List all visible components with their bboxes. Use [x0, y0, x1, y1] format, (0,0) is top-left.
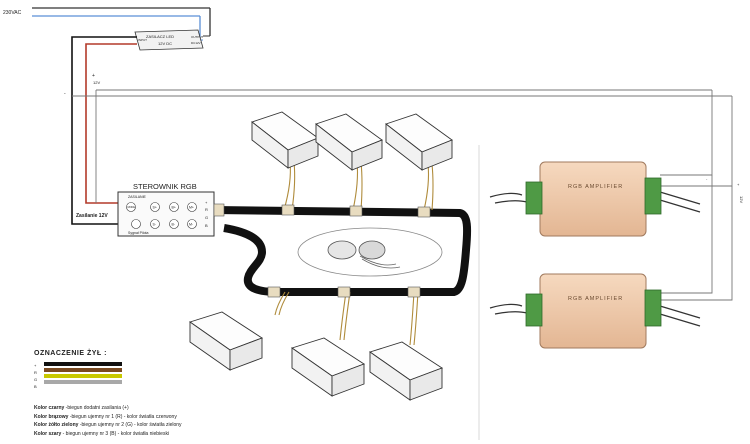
- legend-mark: R: [34, 370, 37, 375]
- svg-text:B-: B-: [172, 223, 176, 227]
- legend-mark: B: [34, 384, 37, 389]
- psu-subtitle: 12V DC: [158, 41, 172, 46]
- bus-minus-label: -: [64, 91, 66, 97]
- led-module: [188, 311, 263, 371]
- amplifier-label: RGB AMPLIFIER: [568, 184, 623, 190]
- bus-voltage-label: 12V: [93, 80, 100, 85]
- supply-label: Zasilanie 12V: [76, 213, 108, 219]
- right-bus-voltage: 12V: [739, 196, 744, 203]
- legend-mark: +: [34, 363, 37, 368]
- right-bus-minus: -: [706, 176, 708, 181]
- legend-description: Kolor żółto zielony -biegun ujemny nr 2 …: [34, 422, 182, 428]
- led-module: [315, 113, 383, 171]
- legend-mark: G: [34, 377, 38, 382]
- controller-top-note: ZASILANIE: [128, 195, 147, 199]
- svg-text:R: R: [205, 207, 208, 212]
- legend-description: Kolor czarny -biegun dodatni zasilania (…: [34, 405, 129, 411]
- rgb-amplifier: RGB AMPLIFIER: [489, 273, 701, 349]
- svg-text:+: +: [205, 200, 208, 205]
- svg-text:B: B: [205, 223, 208, 228]
- led-module: [251, 111, 319, 169]
- mains-label: 230VAC: [3, 10, 22, 16]
- led-cable-loop: [213, 206, 472, 296]
- controller-title: STEROWNIK RGB: [133, 182, 197, 191]
- legend-title: OZNACZENIE ŻYŁ :: [34, 350, 107, 357]
- svg-text:M-: M-: [189, 223, 194, 227]
- legend-line-yellow: [44, 374, 122, 378]
- legend-marks: + R G B: [34, 362, 37, 390]
- svg-text:G: G: [205, 215, 208, 220]
- svg-text:S-: S-: [153, 223, 157, 227]
- legend-descriptions: Kolor czarny -biegun dodatni zasilania (…: [34, 404, 182, 438]
- legend-description: Kolor brązowy -biegun ujemny nr 1 (R) - …: [34, 413, 177, 420]
- rgb-controller: STEROWNIK RGB ZASILANIE MODE S+ B+ M+ S-…: [117, 182, 215, 237]
- connector-illustration: [327, 240, 401, 269]
- psu-right-terminal-2: DC12V: [191, 41, 201, 45]
- dc-plus-wire: [85, 43, 137, 204]
- controller-button-grid: MODE S+ B+ M+ S- B- M-: [126, 202, 197, 229]
- connector-callout: [297, 227, 443, 277]
- legend-line-gray: [44, 380, 122, 384]
- psu-right-terminal-1: OUTPUT: [191, 35, 204, 39]
- svg-text:B+: B+: [172, 206, 176, 210]
- amplifier-label: RGB AMPLIFIER: [568, 296, 623, 302]
- wire-legend: OZNACZENIE ŻYŁ : + R G B Kolor czarny -b…: [34, 350, 334, 437]
- dc-minus-wire: [71, 36, 137, 225]
- signal-note: Sygnał Pilota: [128, 231, 148, 235]
- bus-plus-label: +: [92, 73, 95, 79]
- rgb-amplifier: RGB AMPLIFIER: [489, 161, 701, 237]
- legend-lines: [34, 362, 334, 384]
- right-bus-plus: +: [737, 182, 740, 187]
- psu-title: ZASILACZ LED: [146, 34, 174, 39]
- power-supply: ZASILACZ LED 12V DC INPUT OUTPUT DC12V: [134, 29, 204, 51]
- svg-text:S+: S+: [153, 206, 157, 210]
- psu-left-terminal-1: INPUT: [138, 38, 147, 42]
- led-module: [385, 113, 453, 171]
- legend-description: Kolor szary - biegun ujemny nr 3 (B) - k…: [34, 430, 170, 437]
- legend-line-black: [44, 362, 122, 366]
- led-module: [290, 337, 365, 397]
- cable-connectors: [213, 203, 431, 298]
- led-module: [368, 341, 443, 401]
- svg-text:M+: M+: [189, 206, 194, 210]
- legend-line-brown: [44, 368, 122, 372]
- svg-text:MODE: MODE: [128, 206, 136, 209]
